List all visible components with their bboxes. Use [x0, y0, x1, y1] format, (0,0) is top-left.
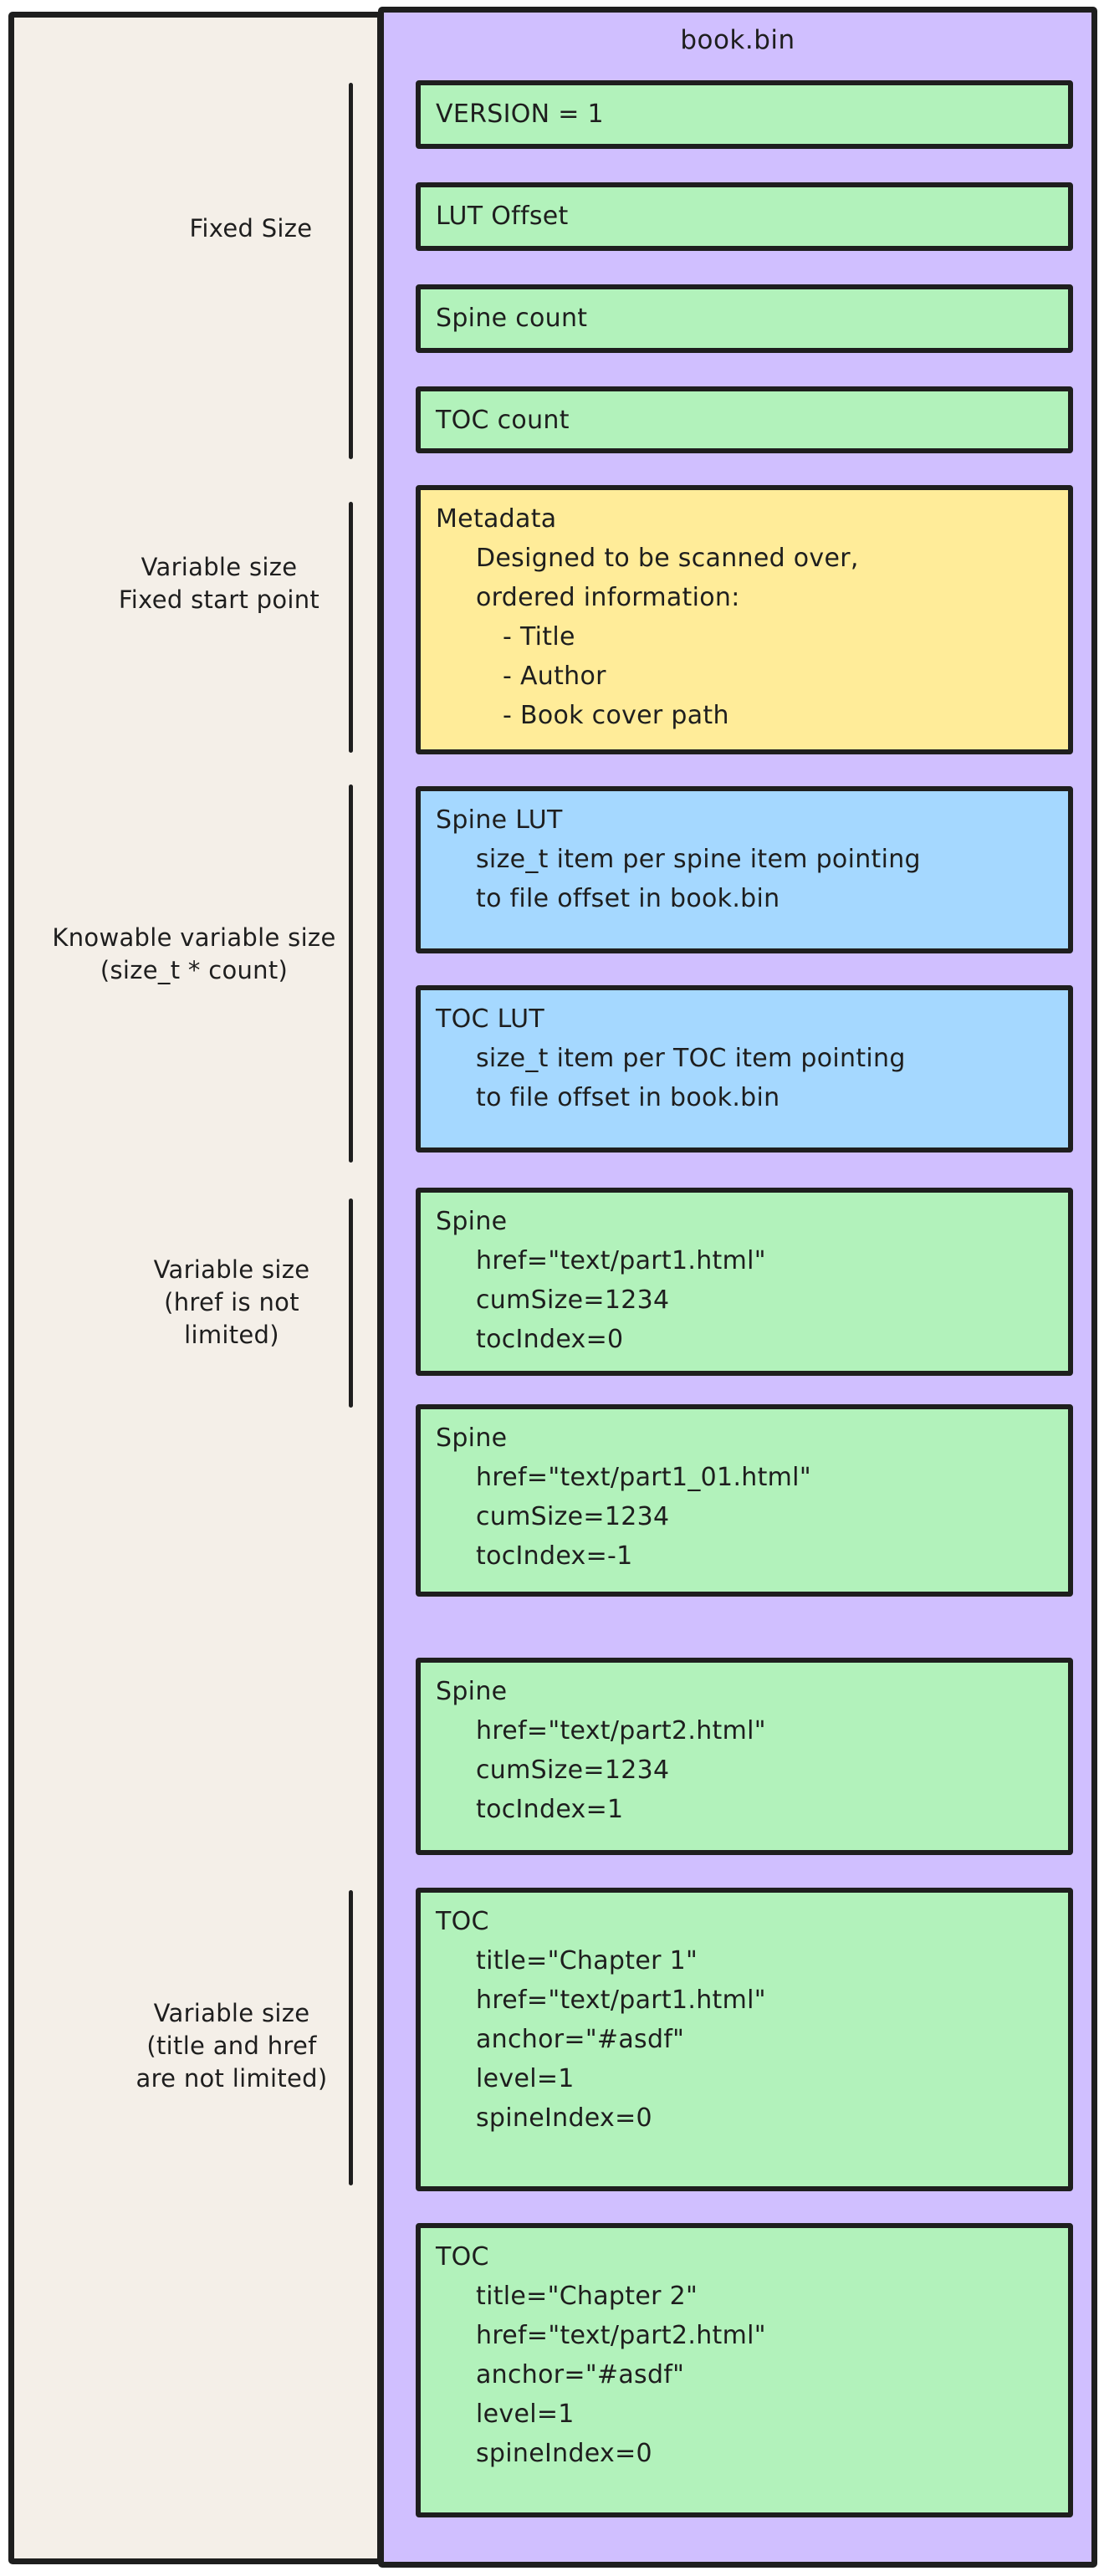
block-line: cumSize=1234 [476, 1285, 670, 1315]
block-line: spineIndex=0 [476, 2439, 652, 2468]
label-line: Fixed start point [118, 585, 320, 614]
block-line: cumSize=1234 [476, 1756, 670, 1785]
block-lut-offset: LUT Offset [416, 182, 1073, 251]
left-annotation-panel [8, 12, 383, 2564]
block-metadata: Metadata Designed to be scanned over, or… [416, 485, 1073, 754]
block-line: href="text/part2.html" [476, 1716, 766, 1745]
block-line: anchor="#asdf" [476, 2360, 685, 2389]
block-line: href="text/part2.html" [476, 2321, 766, 2350]
block-spine-3: Spine href="text/part2.html" cumSize=123… [416, 1658, 1073, 1855]
block-line: VERSION = 1 [436, 100, 604, 129]
block-line: to file offset in book.bin [476, 884, 780, 913]
label-line: (title and href [146, 2032, 317, 2060]
bracket-variable-size-title-href [349, 1890, 353, 2185]
block-line: size_t item per spine item pointing [476, 845, 921, 874]
block-line: Spine [436, 1207, 508, 1236]
block-line: to file offset in book.bin [476, 1083, 780, 1112]
block-version: VERSION = 1 [416, 80, 1073, 149]
block-line: Metadata [436, 504, 557, 534]
block-line: size_t item per TOC item pointing [476, 1044, 906, 1073]
block-line: href="text/part1_01.html" [476, 1463, 811, 1492]
label-line: Knowable variable size [52, 923, 336, 952]
bracket-fixed-size [349, 83, 353, 459]
bracket-knowable-variable-size [349, 785, 353, 1163]
block-line: Spine [436, 1423, 508, 1453]
block-toc-2: TOC title="Chapter 2" href="text/part2.h… [416, 2223, 1073, 2517]
block-line: level=1 [476, 2064, 575, 2093]
label-line: Variable size [153, 1255, 310, 1284]
label-line: (href is not [164, 1288, 299, 1316]
block-line: Spine LUT [436, 805, 563, 835]
label-line: (size_t * count) [100, 956, 289, 984]
label-line: are not limited) [135, 2064, 328, 2093]
block-line: spineIndex=0 [476, 2103, 652, 2133]
bracket-variable-size-fixed-start [349, 502, 353, 753]
block-line: tocIndex=-1 [476, 1541, 633, 1571]
block-spine-lut: Spine LUT size_t item per spine item poi… [416, 786, 1073, 953]
block-spine-2: Spine href="text/part1_01.html" cumSize=… [416, 1404, 1073, 1597]
block-line: Spine count [436, 304, 588, 333]
block-spine-1: Spine href="text/part1.html" cumSize=123… [416, 1188, 1073, 1376]
block-line: title="Chapter 2" [476, 2282, 698, 2311]
block-line: tocIndex=0 [476, 1325, 624, 1354]
label-knowable-variable-size: Knowable variable size (size_t * count) [52, 922, 335, 987]
block-line: - Book cover path [503, 701, 729, 730]
block-line: tocIndex=1 [476, 1795, 624, 1824]
block-line: level=1 [476, 2400, 575, 2429]
label-variable-size-href: Variable size (href is not limited) [154, 1254, 310, 1352]
block-line: anchor="#asdf" [476, 2025, 685, 2054]
block-line: cumSize=1234 [476, 1502, 670, 1531]
block-line: Spine [436, 1677, 508, 1706]
block-line: Designed to be scanned over, [476, 544, 859, 573]
label-variable-size-title-href: Variable size (title and href are not li… [136, 1997, 328, 2095]
block-line: href="text/part1.html" [476, 1986, 766, 2015]
label-line: Variable size [153, 1999, 310, 2027]
block-toc-1: TOC title="Chapter 1" href="text/part1.h… [416, 1888, 1073, 2191]
block-line: TOC [436, 1907, 489, 1936]
bracket-variable-size-href [349, 1199, 353, 1408]
block-line: TOC [436, 2242, 489, 2272]
block-spine-count: Spine count [416, 284, 1073, 353]
block-line: href="text/part1.html" [476, 1246, 766, 1275]
label-fixed-size: Fixed Size [190, 212, 313, 245]
block-line: - Title [503, 622, 575, 652]
block-line: TOC count [436, 406, 570, 435]
label-line: Variable size [141, 553, 298, 581]
block-line: title="Chapter 1" [476, 1946, 698, 1975]
block-line: - Author [503, 662, 606, 691]
block-line: ordered information: [476, 583, 740, 612]
label-line: Fixed Size [189, 214, 313, 243]
block-line: TOC LUT [436, 1004, 545, 1034]
block-toc-lut: TOC LUT size_t item per TOC item pointin… [416, 985, 1073, 1153]
file-title: book.bin [680, 25, 795, 55]
label-line: limited) [184, 1321, 279, 1349]
block-toc-count: TOC count [416, 386, 1073, 453]
label-variable-size-fixed-start: Variable size Fixed start point [119, 551, 319, 616]
block-line: LUT Offset [436, 202, 569, 231]
